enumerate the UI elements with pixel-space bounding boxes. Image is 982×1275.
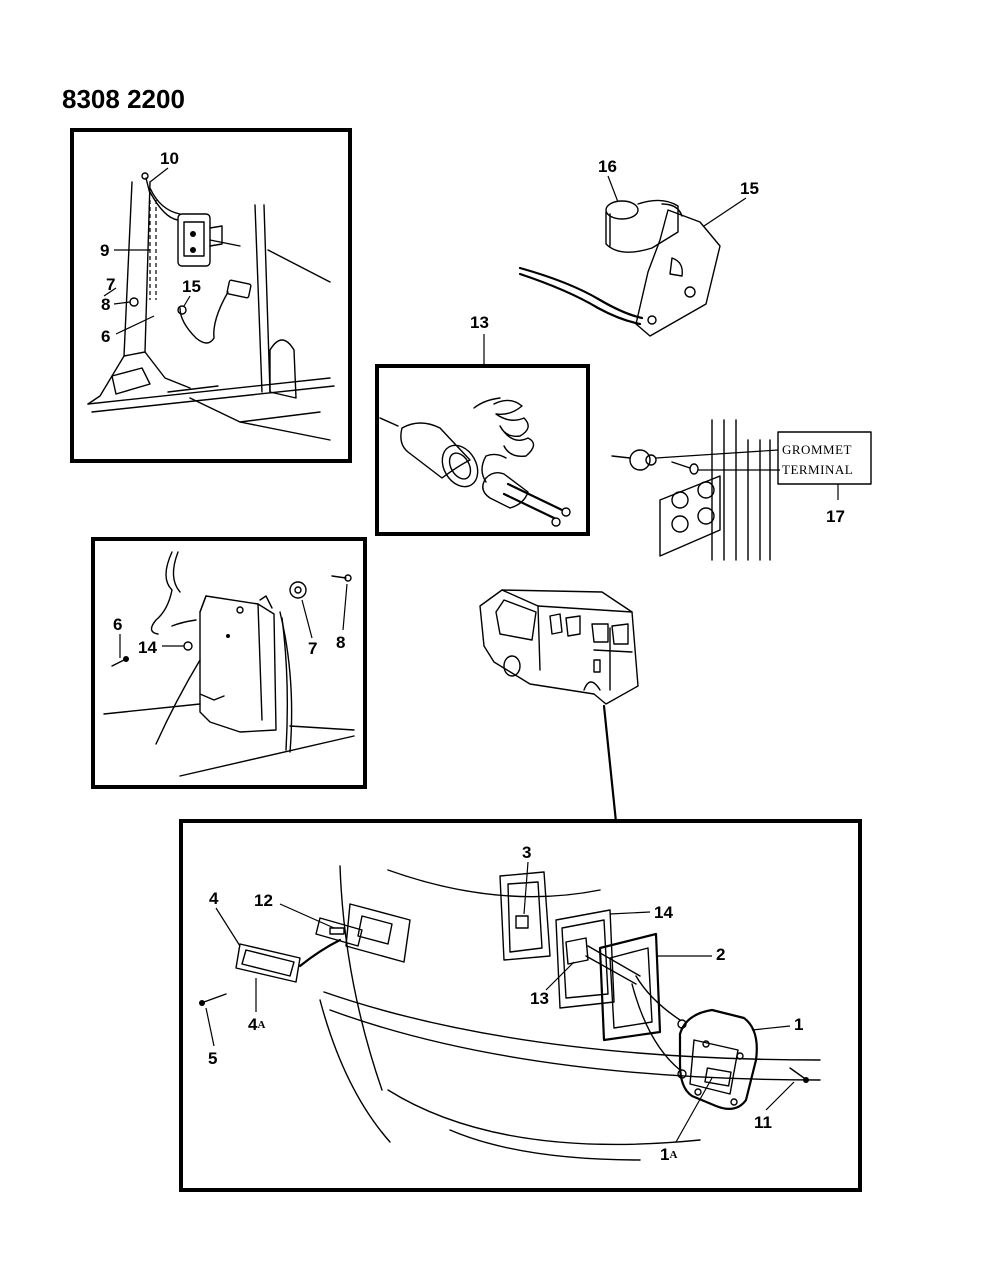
label-7: 7 — [106, 275, 115, 294]
document-code: 8308 2200 — [62, 84, 185, 114]
label-4a-suffix: A — [257, 1019, 265, 1031]
label-2: 2 — [716, 945, 725, 964]
panel-lamp-assembly: 3 4 12 14 2 4A 13 1 5 11 1A — [179, 819, 862, 1192]
label-3: 3 — [522, 843, 531, 862]
label-grommet: GROMMET — [782, 442, 852, 457]
panel-lamp-assembly-frame — [179, 819, 862, 1192]
label-11: 11 — [754, 1113, 772, 1132]
label-16: 16 — [598, 157, 617, 176]
panel-grommet-terminal: GROMMET TERMINAL 17 — [611, 419, 872, 561]
label-17: 17 — [826, 507, 845, 526]
panel-switch-bracket: 16 15 — [518, 157, 759, 337]
grommet-terminal-label-box — [777, 431, 872, 485]
panel-rear-pillar: 6 14 7 8 — [91, 537, 367, 789]
label-6: 6 — [101, 327, 110, 346]
panel-socket-assembly-frame — [375, 364, 590, 536]
label-8: 8 — [101, 295, 110, 314]
label-14: 14 — [654, 903, 673, 922]
label-13: 13 — [470, 313, 489, 332]
label-8: 8 — [336, 633, 345, 652]
panel-rear-pillar-frame — [91, 537, 367, 789]
label-14: 14 — [138, 638, 157, 657]
label-9: 9 — [100, 241, 109, 260]
label-12: 12 — [254, 891, 273, 910]
label-terminal: TERMINAL — [782, 462, 853, 477]
van-illustration — [479, 589, 639, 824]
panel-socket-assembly: 13 — [375, 313, 590, 536]
label-1: 1 — [794, 1015, 803, 1034]
panel-door-jamb-frame — [70, 128, 352, 463]
label-13: 13 — [530, 989, 549, 1008]
label-15: 15 — [740, 179, 759, 198]
label-1a-number: 1 — [660, 1145, 669, 1164]
label-4a: 4A — [248, 1015, 265, 1034]
label-7: 7 — [308, 639, 317, 658]
label-4: 4 — [209, 889, 219, 908]
panel-door-jamb: 10 9 7 8 15 6 — [70, 128, 352, 463]
label-5: 5 — [208, 1049, 217, 1068]
label-6: 6 — [113, 615, 122, 634]
label-1a: 1A — [660, 1145, 677, 1164]
label-1a-suffix: A — [669, 1149, 677, 1161]
label-15: 15 — [182, 277, 201, 296]
label-10: 10 — [160, 149, 179, 168]
label-4a-number: 4 — [248, 1015, 258, 1034]
